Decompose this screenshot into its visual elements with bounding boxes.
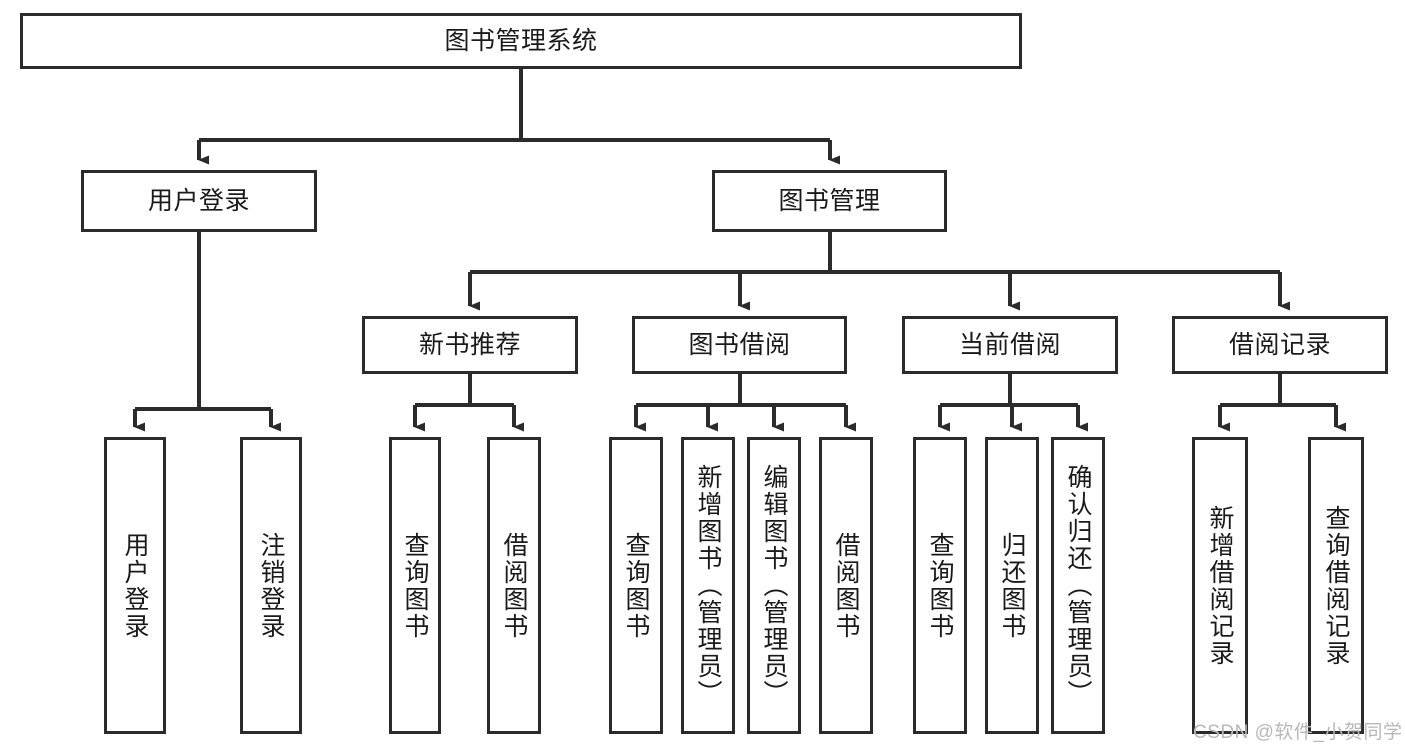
node-root-system[interactable]: 图书管理系统 bbox=[20, 13, 1022, 69]
node-label: 查询图书 bbox=[622, 531, 650, 640]
node-label: 借阅记录 bbox=[1228, 330, 1331, 359]
node-new-book-recommendation[interactable]: 新书推荐 bbox=[362, 316, 578, 374]
leaf-logout[interactable]: 注销登录 bbox=[240, 437, 302, 734]
node-label: 查询图书 bbox=[401, 531, 429, 640]
leaf-confirm-return-admin[interactable]: 确认归还（管理员） bbox=[1051, 437, 1105, 734]
node-book-management[interactable]: 图书管理 bbox=[712, 170, 947, 232]
node-label: 当前借阅 bbox=[958, 330, 1061, 359]
node-label: 确认归还（管理员） bbox=[1064, 464, 1092, 707]
node-book-borrowing[interactable]: 图书借阅 bbox=[632, 316, 847, 374]
leaf-edit-book-admin[interactable]: 编辑图书（管理员） bbox=[747, 437, 801, 734]
node-label: 编辑图书（管理员） bbox=[760, 464, 788, 707]
leaf-user-login[interactable]: 用户登录 bbox=[104, 437, 166, 734]
node-label: 图书管理 bbox=[778, 186, 881, 215]
node-label: 借阅图书 bbox=[500, 531, 528, 640]
node-borrowing-records[interactable]: 借阅记录 bbox=[1172, 316, 1388, 374]
leaf-query-books-current[interactable]: 查询图书 bbox=[913, 437, 967, 734]
node-label: 用户登录 bbox=[121, 531, 149, 640]
leaf-add-book-admin[interactable]: 新增图书（管理员） bbox=[681, 437, 735, 734]
node-label: 借阅图书 bbox=[832, 531, 860, 640]
leaf-add-borrow-record[interactable]: 新增借阅记录 bbox=[1192, 437, 1248, 734]
node-label: 查询借阅记录 bbox=[1322, 504, 1350, 667]
node-label: 新书推荐 bbox=[418, 330, 521, 359]
leaf-query-books-rec[interactable]: 查询图书 bbox=[389, 437, 441, 734]
node-current-borrowing[interactable]: 当前借阅 bbox=[902, 316, 1118, 374]
node-label: 新增借阅记录 bbox=[1206, 504, 1234, 667]
node-label: 查询图书 bbox=[926, 531, 954, 640]
leaf-borrow-books[interactable]: 借阅图书 bbox=[819, 437, 873, 734]
node-label: 新增图书（管理员） bbox=[694, 464, 722, 707]
leaf-query-borrow-record[interactable]: 查询借阅记录 bbox=[1308, 437, 1364, 734]
leaf-query-books-borrow[interactable]: 查询图书 bbox=[609, 437, 663, 734]
leaf-return-books[interactable]: 归还图书 bbox=[985, 437, 1039, 734]
node-label: 注销登录 bbox=[257, 531, 285, 640]
csdn-watermark: CSDN @软件_小贺同学 bbox=[1193, 722, 1403, 743]
node-label: 归还图书 bbox=[998, 531, 1026, 640]
node-label: 图书借阅 bbox=[688, 330, 791, 359]
node-user-login[interactable]: 用户登录 bbox=[81, 170, 317, 232]
leaf-borrow-books-rec[interactable]: 借阅图书 bbox=[487, 437, 541, 734]
node-label: 图书管理系统 bbox=[444, 26, 598, 55]
node-label: 用户登录 bbox=[147, 186, 250, 215]
